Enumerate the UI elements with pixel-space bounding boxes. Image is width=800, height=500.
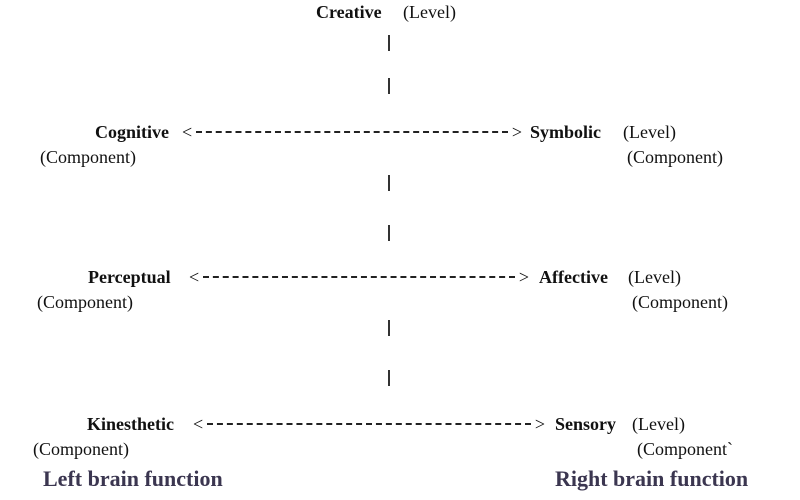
left-brain-label: Left brain function: [43, 466, 223, 491]
vertical-connector: [388, 225, 390, 241]
vertical-connector: [388, 320, 390, 336]
component-tag: (Component): [632, 292, 728, 312]
level-creative: Creative: [316, 2, 382, 22]
arrow-left-head: <: [193, 413, 204, 434]
left-component-name: Perceptual: [88, 267, 171, 287]
component-tag: (Component): [627, 147, 723, 167]
vertical-connector: [388, 175, 390, 191]
right-level-name: Symbolic: [530, 122, 602, 142]
arrow-left-head: <: [189, 266, 200, 287]
component-tag: (Component): [40, 147, 136, 167]
right-level-name: Sensory: [555, 414, 617, 434]
double-arrow: < >: [189, 267, 529, 287]
dashed-line: [196, 131, 508, 133]
left-component-name: Kinesthetic: [87, 414, 174, 434]
component-tag: (Component): [33, 439, 129, 459]
arrow-right-head: >: [518, 266, 529, 287]
level-tag: (Level): [403, 2, 456, 22]
double-arrow: < >: [193, 414, 545, 434]
vertical-connector: [388, 35, 390, 51]
level-tag: (Level): [623, 122, 676, 142]
arrow-right-head: >: [511, 121, 522, 142]
dashed-line: [203, 276, 515, 278]
left-component-name: Cognitive: [95, 122, 169, 142]
dashed-line: [207, 423, 531, 425]
level-tag: (Level): [632, 414, 685, 434]
arrow-right-head: >: [534, 413, 545, 434]
level-tag: (Level): [628, 267, 681, 287]
component-tag: (Component): [37, 292, 133, 312]
right-brain-label: Right brain function: [555, 466, 749, 491]
arrow-left-head: <: [182, 121, 193, 142]
vertical-connector: [388, 78, 390, 94]
component-tag: (Component`: [637, 439, 733, 459]
vertical-connector: [388, 370, 390, 386]
right-level-name: Affective: [539, 267, 608, 287]
double-arrow: < >: [182, 122, 522, 142]
